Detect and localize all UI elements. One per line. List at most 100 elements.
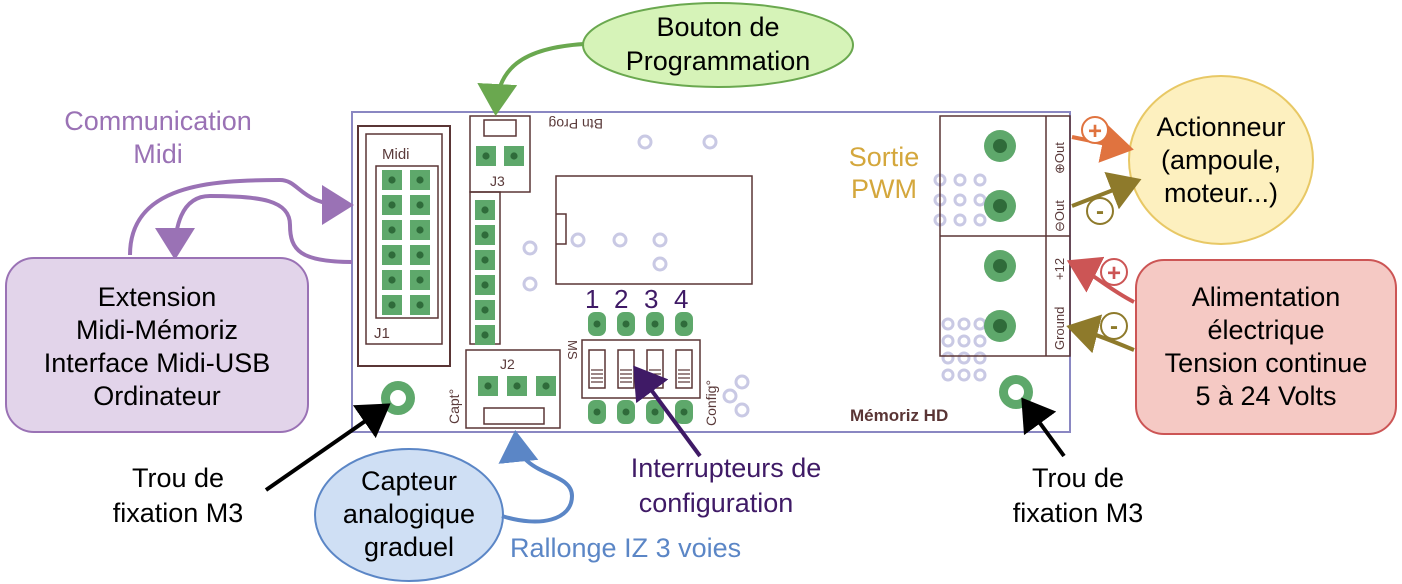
j1-midi-connector: Midi J1 <box>357 125 451 367</box>
rallonge-label: Rallonge IZ 3 voies <box>510 533 741 563</box>
via <box>702 134 718 150</box>
trou-left-arrow <box>264 403 391 492</box>
out-minus-sign: - <box>1096 198 1104 225</box>
via <box>734 374 750 390</box>
switch-number-4: 4 <box>674 284 688 314</box>
power-plus-arrow <box>1066 256 1135 304</box>
header-pad <box>475 325 495 345</box>
j3-pad <box>504 146 524 166</box>
bouton-label-line2: Programmation <box>626 46 811 76</box>
out-plus-label: ⊕Out <box>1052 142 1067 174</box>
header-pad <box>475 275 495 295</box>
via <box>973 193 987 207</box>
switch-number-1: 1 <box>585 284 599 314</box>
via <box>957 368 971 382</box>
switch-number-2: 2 <box>614 284 628 314</box>
capteur-line2: analogique <box>343 499 475 529</box>
dip-pad <box>588 312 606 336</box>
trou-right-line1: Trou de <box>1032 463 1124 493</box>
out-minus-arrow <box>1071 172 1142 210</box>
capt-label: Capt° <box>446 389 462 424</box>
via <box>941 368 955 382</box>
memoriz-hd-label: Mémoriz HD <box>850 406 948 425</box>
dip-switch-lever <box>675 349 693 389</box>
interrupteurs-arrow <box>633 365 702 458</box>
btn-prog-label: Btn Prog <box>549 116 603 132</box>
power-minus-sign: - <box>1110 313 1118 340</box>
j2-pad <box>536 376 556 396</box>
dip-pad <box>646 312 664 336</box>
header-pad <box>475 225 495 245</box>
j1-pad <box>382 170 402 190</box>
via <box>612 232 628 248</box>
dip-pad <box>675 400 693 424</box>
j1-pad <box>382 245 402 265</box>
j1-pad <box>410 195 430 215</box>
sortie-label-line2: PWM <box>851 174 917 204</box>
out-plus-badge <box>1081 116 1109 144</box>
terminal-pad <box>984 310 1016 342</box>
interrupteurs-line2: configuration <box>639 488 794 518</box>
header-pad <box>475 300 495 320</box>
dip-pad <box>588 400 606 424</box>
j3-label: J3 <box>490 173 505 189</box>
trou-right-line2: fixation M3 <box>1013 498 1144 528</box>
dip-pad <box>675 312 693 336</box>
extension-line3: Interface Midi-USB <box>44 348 271 378</box>
j1-pad <box>410 170 430 190</box>
config-label: Config° <box>703 380 719 426</box>
extension-line1: Extension <box>98 282 217 312</box>
extension-line2: Midi-Mémoriz <box>76 315 238 345</box>
via <box>522 276 538 292</box>
via <box>957 334 971 348</box>
capteur-arrow <box>498 430 575 524</box>
bouton-arrow <box>477 42 585 116</box>
extension-box <box>5 257 309 433</box>
capteur-line3: graduel <box>364 532 454 562</box>
actionneur-line2: (ampoule, <box>1161 145 1281 175</box>
j2-label: J2 <box>500 356 515 372</box>
j3-btn-prog-connector: J3 Btn Prog <box>469 115 603 193</box>
sortie-label-line1: Sortie <box>849 142 920 172</box>
power-minus-arrow <box>1066 314 1135 354</box>
communication-label-line2: Midi <box>133 139 183 169</box>
via <box>722 388 738 404</box>
header-pad <box>475 250 495 270</box>
communication-arrow-in <box>128 177 354 256</box>
interrupteurs-line1: Interrupteurs de <box>631 453 822 483</box>
j1-pad <box>382 270 402 290</box>
via <box>522 240 538 256</box>
ms-label: MS <box>565 340 580 360</box>
via <box>953 173 967 187</box>
switch-number-3: 3 <box>644 284 658 314</box>
actionneur-line3: moteur...) <box>1164 178 1278 208</box>
trou-left-line2: fixation M3 <box>113 498 244 528</box>
via <box>570 232 586 248</box>
j2-pad <box>478 376 498 396</box>
via <box>973 368 987 382</box>
component-outline <box>555 175 753 285</box>
alimentation-line4: 5 à 24 Volts <box>1195 381 1336 411</box>
via <box>941 334 955 348</box>
alimentation-line2: électrique <box>1207 315 1324 345</box>
alimentation-line1: Alimentation <box>1192 282 1341 312</box>
j1-pad <box>382 295 402 315</box>
bouton-label-line1: Bouton de <box>656 12 779 42</box>
via <box>973 351 987 365</box>
midi-label: Midi <box>382 146 410 163</box>
alimentation-line3: Tension continue <box>1165 348 1368 378</box>
capteur-line1: Capteur <box>361 466 457 496</box>
dip-pad <box>646 400 664 424</box>
dip-pad <box>617 400 635 424</box>
terminal-pad <box>984 130 1016 162</box>
j2-pad <box>507 376 527 396</box>
actionneur-line1: Actionneur <box>1156 112 1285 142</box>
communication-label-line1: Communication <box>64 106 252 136</box>
j1-pad <box>382 220 402 240</box>
terminal-pad <box>984 250 1016 282</box>
trou-left-line1: Trou de <box>132 463 224 493</box>
via <box>652 232 668 248</box>
via <box>734 402 750 418</box>
